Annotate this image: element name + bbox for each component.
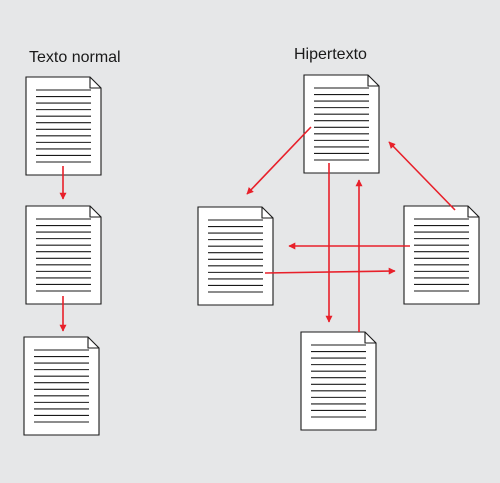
page-fold-corner: [261, 207, 273, 219]
document-left: [197, 206, 274, 306]
document-bottom: [300, 331, 377, 431]
document-page: [303, 74, 380, 174]
document-right: [403, 205, 480, 305]
page-fold-corner: [364, 332, 376, 344]
page-fold-corner: [367, 75, 379, 87]
document-page: [300, 331, 377, 431]
link-arrow-right-to-top: [388, 141, 456, 211]
link-arrow-top-to-left: [246, 126, 312, 195]
document-page: [23, 336, 100, 436]
page-fold-corner: [87, 337, 99, 349]
document-doc-1: [25, 76, 102, 176]
link-arrow-left-to-right: [264, 267, 396, 275]
document-top: [303, 74, 380, 174]
normal-text-title: Texto normal: [29, 49, 121, 66]
document-page: [25, 205, 102, 305]
page-fold-corner: [89, 77, 101, 89]
hypertext-title: Hipertexto: [294, 46, 367, 63]
document-doc-2: [25, 205, 102, 305]
document-page: [403, 205, 480, 305]
page-fold-corner: [467, 206, 479, 218]
document-page: [25, 76, 102, 176]
page-fold-corner: [89, 206, 101, 218]
document-page: [197, 206, 274, 306]
document-doc-3: [23, 336, 100, 436]
